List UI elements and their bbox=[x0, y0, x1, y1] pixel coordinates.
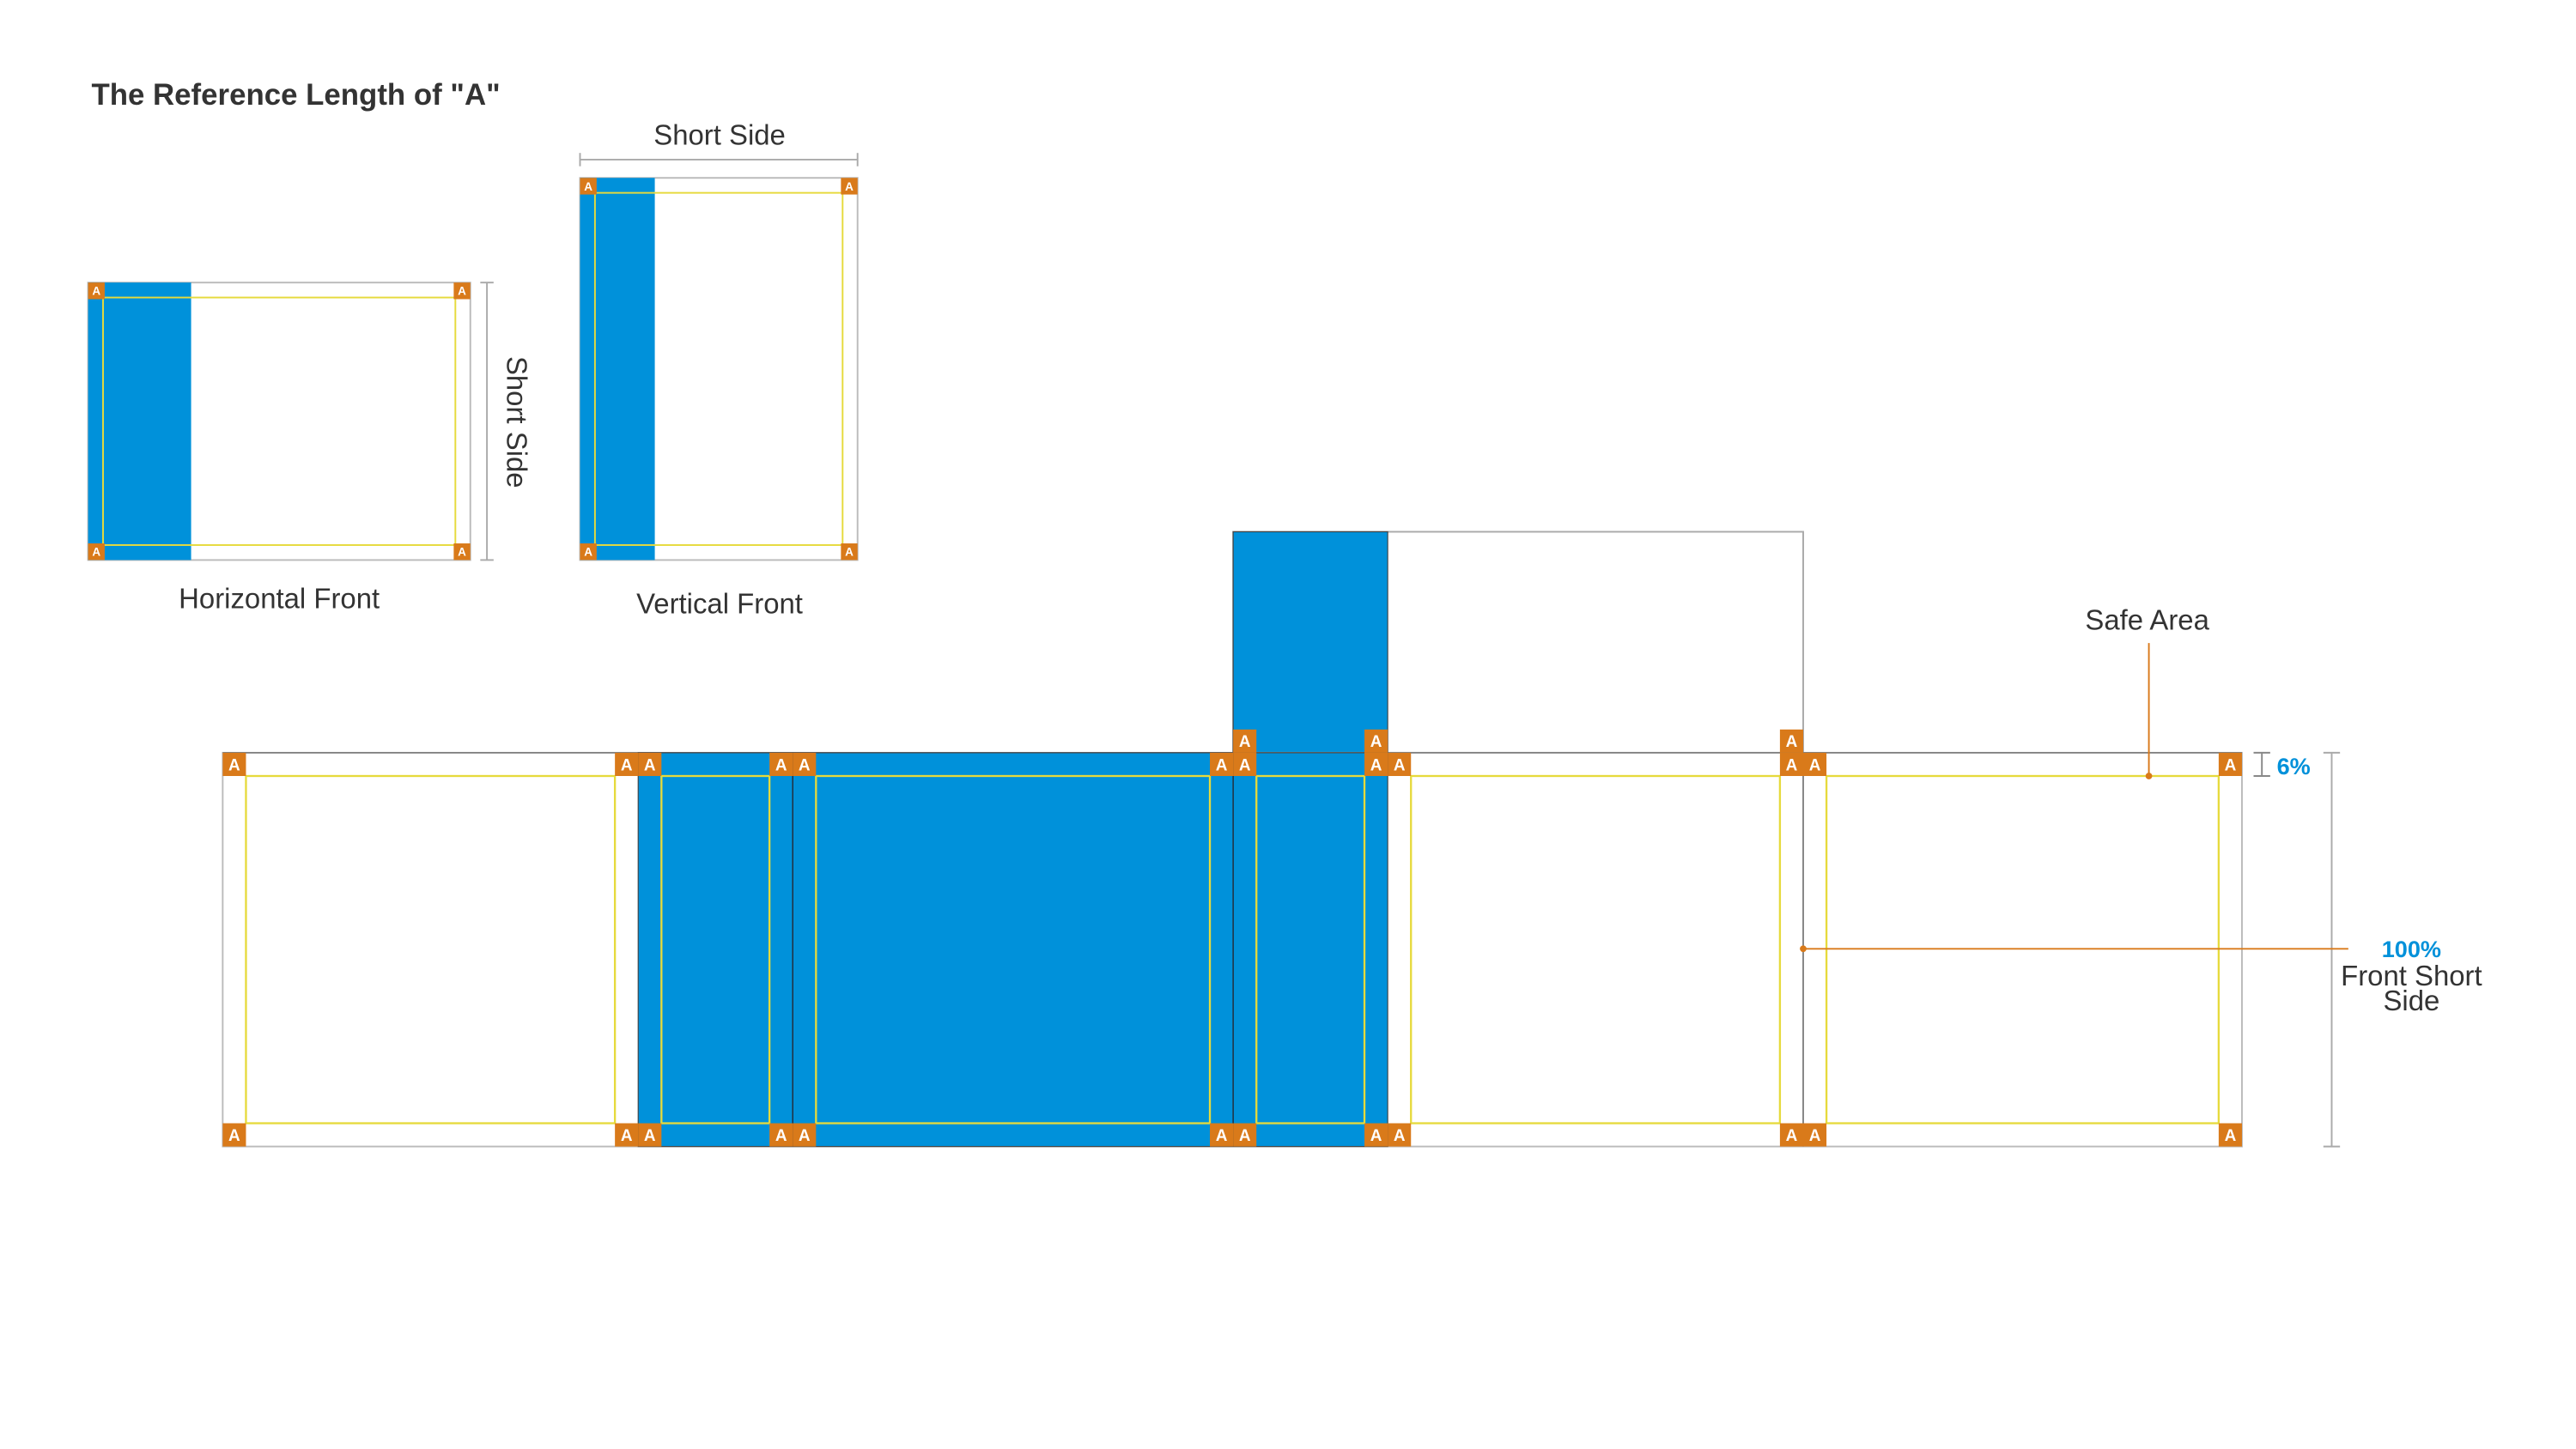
a-badge: A bbox=[1364, 1123, 1388, 1147]
a-badge: A bbox=[841, 543, 858, 561]
safe-area-rect bbox=[593, 191, 844, 546]
a-badge-letter: A bbox=[621, 756, 633, 774]
a-badge-letter: A bbox=[845, 546, 854, 559]
full-dimension: 100% Front Short Side bbox=[1800, 751, 2482, 1148]
a-badge: A bbox=[453, 282, 471, 300]
a-badge-letter: A bbox=[1786, 1127, 1798, 1145]
a-badge-letter: A bbox=[1370, 733, 1382, 751]
a-badge: A bbox=[2218, 1123, 2242, 1147]
margin-percent: 6% bbox=[2277, 753, 2311, 779]
a-badge-letter: A bbox=[2225, 756, 2237, 774]
vertical-front-diagram: Short Side A A A A Vertical Front bbox=[579, 119, 859, 619]
a-badge-letter: A bbox=[228, 756, 240, 774]
a-badge: A bbox=[453, 543, 471, 561]
a-badge: A bbox=[580, 543, 597, 561]
a-badge-letter: A bbox=[799, 756, 811, 774]
full-percent: 100% bbox=[2382, 936, 2441, 962]
a-badge: A bbox=[638, 752, 662, 776]
a-badge-letter: A bbox=[1216, 756, 1228, 774]
safe-area-rect bbox=[245, 774, 617, 1125]
a-badge: A bbox=[793, 1123, 817, 1147]
a-badge: A bbox=[769, 1123, 793, 1147]
a-badge-letter: A bbox=[1394, 756, 1406, 774]
reference-a-badges: A A A A bbox=[580, 178, 858, 561]
a-badge: A bbox=[1210, 1123, 1234, 1147]
safe-area-rect bbox=[1410, 774, 1782, 1125]
a-badge-letter: A bbox=[584, 546, 592, 559]
a-badge-letter: A bbox=[775, 756, 787, 774]
a-badge-letter: A bbox=[458, 285, 466, 298]
page-title: The Reference Length of "A" bbox=[91, 78, 500, 112]
front-short-side-label-2: Side bbox=[2383, 985, 2439, 1016]
a-badge: A bbox=[1233, 752, 1257, 776]
a-badge-letter: A bbox=[1239, 756, 1251, 774]
a-badge: A bbox=[1779, 1123, 1803, 1147]
a-badge-letter: A bbox=[1786, 756, 1798, 774]
a-badge-letter: A bbox=[621, 1127, 633, 1145]
a-badge: A bbox=[769, 752, 793, 776]
a-badge-letter: A bbox=[92, 285, 100, 298]
a-badge-letter: A bbox=[228, 1127, 240, 1145]
a-badge-letter: A bbox=[845, 180, 854, 193]
a-badge: A bbox=[793, 752, 817, 776]
a-badge-letter: A bbox=[799, 1127, 811, 1145]
blue-panels bbox=[637, 752, 1388, 1148]
a-badge: A bbox=[1233, 1123, 1257, 1147]
a-badge: A bbox=[1210, 752, 1234, 776]
safe-area-rect bbox=[660, 774, 771, 1125]
a-badge-letter: A bbox=[92, 546, 100, 559]
blue-panel bbox=[580, 178, 655, 561]
a-badge: A bbox=[222, 1123, 246, 1147]
safe-area-label: Safe Area bbox=[2085, 604, 2209, 636]
a-badge-letter: A bbox=[2225, 1127, 2237, 1145]
a-badge-letter: A bbox=[1239, 1127, 1251, 1145]
a-badge: A bbox=[88, 543, 105, 561]
a-badge: A bbox=[1803, 1123, 1827, 1147]
a-badge-letter: A bbox=[1394, 1127, 1406, 1145]
a-badge: A bbox=[1779, 729, 1803, 753]
safe-area-rect bbox=[815, 774, 1212, 1125]
a-badge-letter: A bbox=[1239, 733, 1251, 751]
a-badge-letter: A bbox=[1370, 756, 1382, 774]
a-badge: A bbox=[615, 1123, 639, 1147]
front-short-side-label: Front Short bbox=[2341, 960, 2482, 991]
a-badge: A bbox=[615, 752, 639, 776]
blue-panel bbox=[88, 282, 191, 561]
margin-dimension: 6% bbox=[2253, 751, 2311, 779]
a-badge-letter: A bbox=[458, 546, 466, 559]
vertical-front-label: Vertical Front bbox=[636, 587, 803, 619]
a-badge-letter: A bbox=[775, 1127, 787, 1145]
a-badge-letter: A bbox=[644, 756, 656, 774]
safe-area-rect bbox=[102, 296, 457, 546]
a-badge: A bbox=[222, 752, 246, 776]
a-badge: A bbox=[1388, 752, 1412, 776]
a-badge: A bbox=[1803, 752, 1827, 776]
a-badge: A bbox=[1364, 729, 1388, 753]
a-badge: A bbox=[1388, 1123, 1412, 1147]
a-badge: A bbox=[1364, 752, 1388, 776]
a-badge: A bbox=[2218, 752, 2242, 776]
a-badge: A bbox=[638, 1123, 662, 1147]
short-side-label: Short Side bbox=[653, 119, 786, 151]
a-badge-letter: A bbox=[644, 1127, 656, 1145]
a-badge: A bbox=[1779, 752, 1803, 776]
horizontal-front-label: Horizontal Front bbox=[179, 583, 380, 615]
a-badge: A bbox=[88, 282, 105, 300]
a-badge-letter: A bbox=[584, 180, 592, 193]
a-badge: A bbox=[580, 178, 597, 195]
horizontal-front-diagram: A A A A Short Side Horizontal Front bbox=[87, 282, 532, 615]
a-badge: A bbox=[841, 178, 858, 195]
a-badge-letter: A bbox=[1809, 1127, 1821, 1145]
short-side-label: Short Side bbox=[501, 356, 532, 488]
reference-a-badges: A A A A bbox=[88, 282, 471, 561]
safe-area-rect bbox=[1255, 774, 1366, 1125]
a-badge-letter: A bbox=[1370, 1127, 1382, 1145]
safe-area-callout: Safe Area bbox=[2085, 604, 2210, 779]
a-badge: A bbox=[1233, 729, 1257, 753]
a-badge-letter: A bbox=[1786, 733, 1798, 751]
a-badge-letter: A bbox=[1216, 1127, 1228, 1145]
a-badge-letter: A bbox=[1809, 756, 1821, 774]
